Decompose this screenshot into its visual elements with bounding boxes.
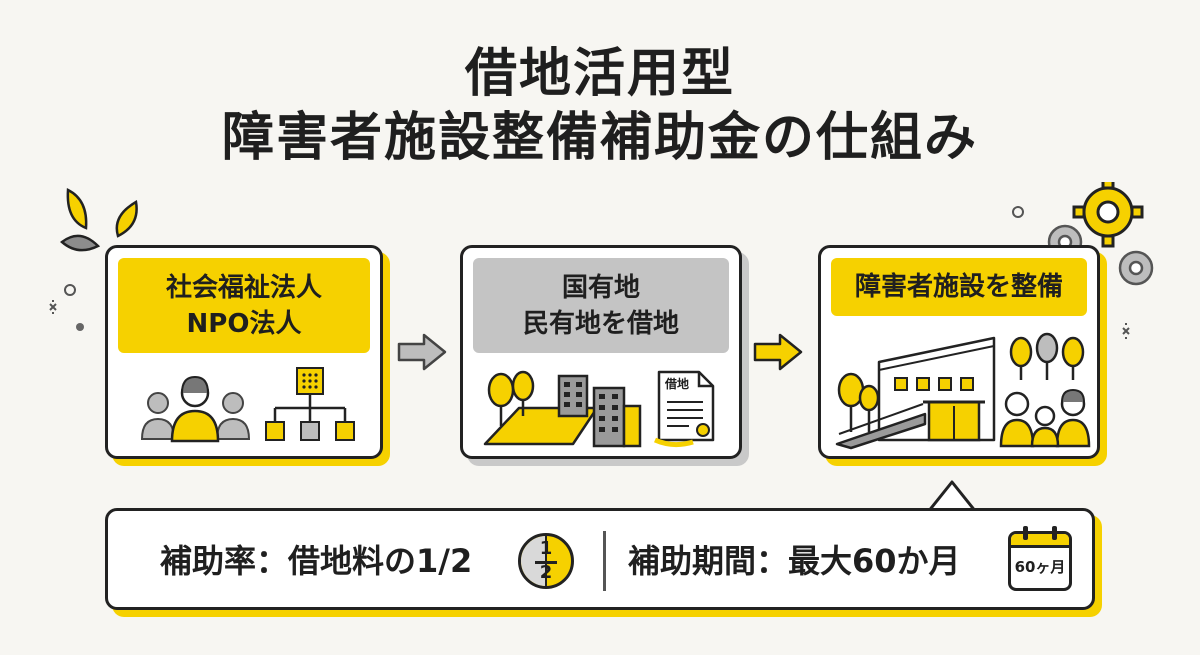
family-icon bbox=[999, 332, 1091, 448]
step-heading: 障害者施設を整備 bbox=[831, 258, 1087, 316]
title-line-1: 借地活用型 bbox=[464, 44, 735, 104]
step-card-land: 国有地 民有地を借地 借地 bbox=[460, 245, 742, 459]
page-title: 借地活用型 障害者施設整備補助金の仕組み bbox=[0, 42, 1200, 170]
sparkle-icon bbox=[1122, 323, 1130, 339]
step-card-facility: 障害者施設を整備 bbox=[818, 245, 1100, 459]
calendar-label: 60ヶ月 bbox=[1014, 558, 1066, 576]
document-label: 借地 bbox=[665, 377, 690, 391]
document-icon: 借地 bbox=[653, 368, 719, 450]
step-heading: 国有地 民有地を借地 bbox=[473, 258, 729, 353]
sparkle-icon bbox=[49, 284, 84, 331]
step-heading: 社会福祉法人 NPO法人 bbox=[118, 258, 370, 353]
subsidy-period: 補助期間：最大60か月 bbox=[628, 542, 961, 580]
arrow-icon bbox=[753, 333, 803, 371]
divider bbox=[603, 531, 606, 591]
subsidy-info-box: 補助率：借地料の1/2 1 2 補助期間：最大60か月 60ヶ月 bbox=[105, 508, 1095, 610]
calendar-icon: 60ヶ月 bbox=[1008, 526, 1072, 591]
subsidy-rate: 補助率：借地料の1/2 bbox=[160, 542, 473, 580]
org-chart-icon bbox=[265, 367, 355, 441]
people-icon bbox=[140, 375, 251, 443]
building-icon bbox=[592, 386, 642, 448]
title-line-2: 障害者施設整備補助金の仕組み bbox=[221, 108, 978, 168]
arrow-icon bbox=[397, 333, 447, 371]
leaf-icon bbox=[60, 188, 138, 252]
facility-icon bbox=[835, 336, 996, 450]
step-card-applicant: 社会福祉法人 NPO法人 bbox=[105, 245, 383, 459]
fraction-icon: 1 2 bbox=[518, 533, 574, 589]
land-icon bbox=[483, 370, 599, 446]
